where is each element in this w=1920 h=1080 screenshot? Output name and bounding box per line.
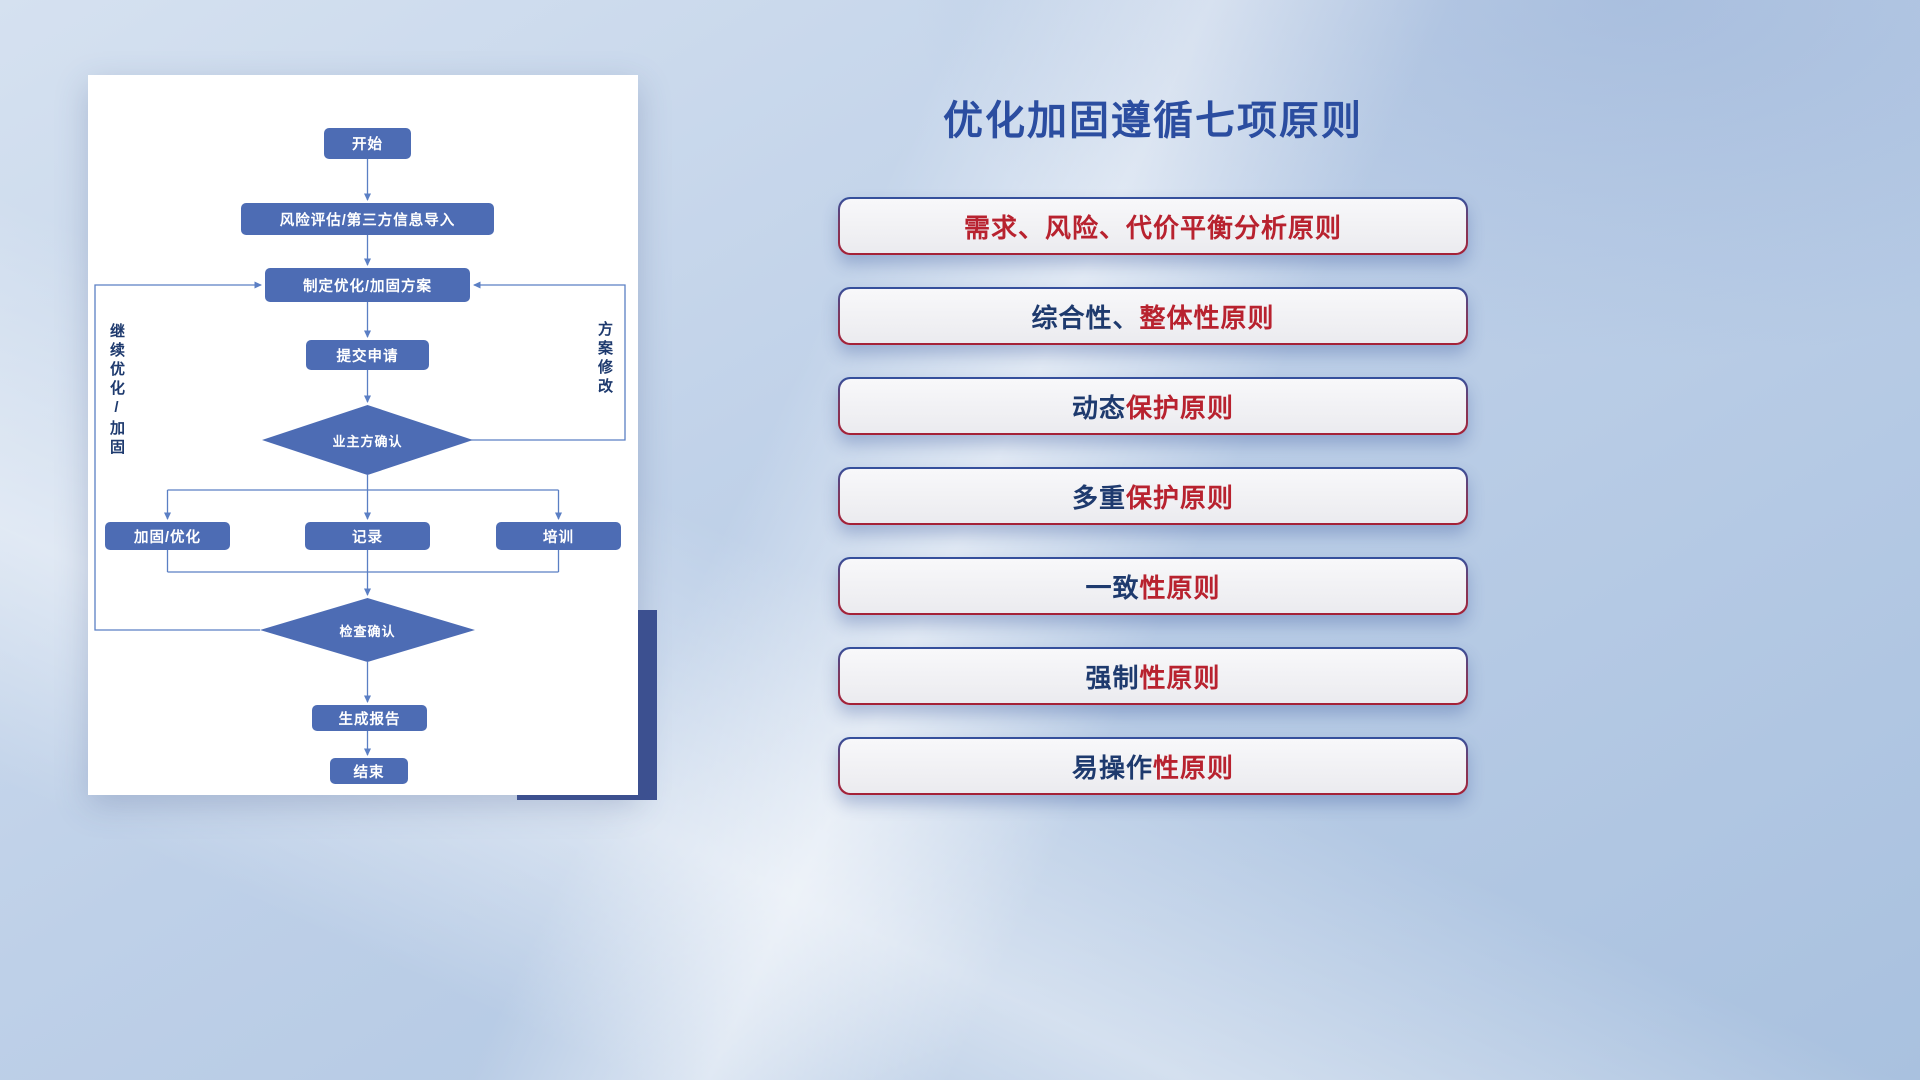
flow-node-make-plan: 制定优化/加固方案: [265, 268, 470, 302]
principle-5-text-navy: 一致: [1085, 572, 1140, 603]
principle-6-text-red: 性原则: [1139, 662, 1221, 693]
principle-card-4-body: 多重保护原则: [839, 468, 1467, 524]
principle-card-2-body: 综合性、整体性原则: [839, 288, 1467, 344]
principle-card-3-body: 动态保护原则: [839, 378, 1467, 434]
principle-5-text-red: 性原则: [1139, 572, 1221, 603]
principle-card-7-body: 易操作性原则: [839, 738, 1467, 794]
principle-1-text-red: 需求、风险、代价平衡分析原则: [963, 212, 1342, 243]
principle-7-text-red: 性原则: [1153, 752, 1235, 783]
principles-panel: 优化加固遵循七项原则 需求、风险、代价平衡分析原则 综合性、整体性原则 动态保护…: [838, 88, 1468, 795]
principle-card-1-body: 需求、风险、代价平衡分析原则: [839, 198, 1467, 254]
flow-node-report: 生成报告: [312, 705, 427, 731]
loop-label-continue-optimize: 继续优化/加固: [108, 323, 125, 458]
principle-3-text-red: 保护原则: [1126, 392, 1235, 423]
principle-4-text-red: 保护原则: [1126, 482, 1235, 513]
principle-card-3: 动态保护原则: [838, 377, 1468, 435]
principle-2-text-red: 整体性原则: [1139, 302, 1275, 333]
flow-node-reinforce: 加固/优化: [105, 522, 230, 550]
principle-4-text-navy: 多重: [1071, 482, 1126, 513]
flow-node-risk-import: 风险评估/第三方信息导入: [241, 203, 494, 235]
principle-6-text-navy: 强制: [1085, 662, 1140, 693]
flow-node-record: 记录: [305, 522, 430, 550]
principle-card-list: 需求、风险、代价平衡分析原则 综合性、整体性原则 动态保护原则 多重保护原则 一…: [838, 197, 1468, 795]
flow-connector-lines: [94, 159, 626, 756]
flow-node-training: 培训: [496, 522, 621, 550]
principle-card-2: 综合性、整体性原则: [838, 287, 1468, 345]
principle-7-text-navy: 易操作: [1071, 752, 1153, 783]
principle-card-1: 需求、风险、代价平衡分析原则: [838, 197, 1468, 255]
principle-card-6-body: 强制性原则: [839, 648, 1467, 704]
principle-card-5-body: 一致性原则: [839, 558, 1467, 614]
principle-card-6: 强制性原则: [838, 647, 1468, 705]
flow-node-end: 结束: [330, 758, 408, 784]
loop-label-plan-modify: 方案修改: [596, 321, 613, 397]
principle-3-text-navy: 动态: [1071, 392, 1126, 423]
principle-2-text-navy: 综合性、: [1031, 302, 1140, 333]
flowchart-card: 开始 风险评估/第三方信息导入 制定优化/加固方案 提交申请 业主方确认 加固/…: [88, 75, 638, 795]
flow-node-submit: 提交申请: [306, 340, 429, 370]
principle-card-4: 多重保护原则: [838, 467, 1468, 525]
panel-title: 优化加固遵循七项原则: [943, 99, 1363, 143]
principle-card-7: 易操作性原则: [838, 737, 1468, 795]
flow-node-start: 开始: [324, 128, 411, 159]
principle-card-5: 一致性原则: [838, 557, 1468, 615]
